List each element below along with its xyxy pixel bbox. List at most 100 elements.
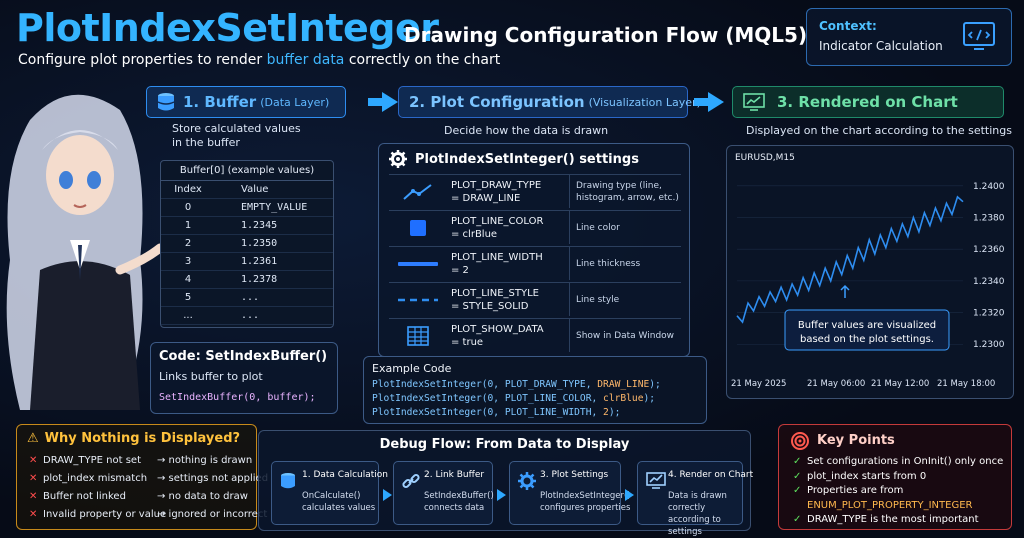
context-box: Context: Indicator Calculation (806, 8, 1012, 66)
y-tick-label: 1.2360 (973, 245, 1005, 255)
page-subtitle: Drawing Configuration Flow (MQL5) (404, 23, 808, 47)
tagline: Configure plot properties to render buff… (18, 52, 501, 68)
setting-description: Line color (569, 211, 681, 244)
list-item: ✓DRAW_TYPE is the most important (793, 514, 979, 525)
x-tick-label: 21 May 2025 (731, 379, 786, 389)
list-item: ✕Buffer not linked→ no data to draw (29, 491, 248, 502)
line-width-icon (389, 260, 447, 268)
chart-title: EURUSD,M15 (735, 153, 795, 163)
table-row: ...... (161, 307, 333, 325)
x-tick-label: 21 May 18:00 (937, 379, 995, 389)
set-index-buffer-code: SetIndexBuffer(0, buffer); (159, 392, 316, 403)
setting-description: Drawing type (line, histogram, arrow, et… (569, 175, 681, 208)
key-points-box: Key Points ✓Set configurations in OnInit… (778, 424, 1012, 530)
gear-icon (518, 472, 536, 490)
flow-arrow (625, 489, 634, 501)
why-nothing-box: ⚠Why Nothing is Displayed? ✕DRAW_TYPE no… (16, 424, 268, 530)
stage-2-header: 2. Plot Configuration(Visualization Laye… (398, 86, 701, 118)
debug-flow-title: Debug Flow: From Data to Display (379, 437, 630, 452)
x-icon: ✕ (29, 455, 38, 466)
stage-3-header: 3. Rendered on Chart (732, 86, 1004, 118)
code-line: PlotIndexSetInteger(0, PLOT_DRAW_TYPE, D… (372, 379, 661, 390)
settings-panel: PlotIndexSetInteger() settings PLOT_DRAW… (378, 143, 690, 357)
annotation-box (784, 309, 950, 351)
list-item: ✓plot_index starts from 0 (793, 470, 927, 482)
flow-arrow (694, 92, 724, 112)
series-line (736, 195, 964, 324)
flow-arrow (368, 92, 398, 112)
x-icon: ✕ (29, 473, 38, 484)
x-icon: ✕ (29, 509, 38, 520)
check-icon: ✓ (793, 470, 802, 482)
list-item: ✕plot_index mismatch→ settings not appli… (29, 473, 269, 484)
database-icon (157, 93, 175, 111)
link-icon (402, 472, 420, 489)
example-code-title: Example Code (372, 362, 452, 375)
list-item: ✕DRAW_TYPE not set→ nothing is drawn (29, 455, 253, 466)
warning-icon: ⚠ (27, 431, 39, 446)
data-grid-icon (389, 325, 447, 346)
flow-arrow (383, 489, 392, 501)
database-icon (280, 472, 296, 489)
setting-property: PLOT_LINE_WIDTH= 2 (451, 251, 543, 276)
buffer-table-caption: Buffer[0] (example values) (161, 161, 333, 181)
key-points-title: Key Points (817, 433, 895, 448)
anime-character-illustration (6, 94, 165, 410)
set-index-buffer-desc: Links buffer to plot (159, 370, 263, 383)
stage-3-description: Displayed on the chart according to the … (746, 124, 1012, 137)
list-item: ENUM_PLOT_PROPERTY_INTEGER (807, 499, 973, 511)
setting-row: PLOT_LINE_WIDTH= 2 Line thickness (389, 246, 681, 280)
list-item: ✕Invalid property or value→ ignored or i… (29, 509, 268, 520)
debug-flow-box: Debug Flow: From Data to Display 1. Data… (258, 430, 753, 537)
color-square-icon (389, 218, 447, 238)
settings-title: PlotIndexSetInteger() settings (389, 150, 639, 168)
y-tick-label: 1.2400 (973, 182, 1005, 192)
buffer-table: Buffer[0] (example values) Index Value 0… (160, 160, 334, 328)
setting-row: PLOT_DRAW_TYPE= DRAW_LINE Drawing type (l… (389, 174, 681, 208)
code-monitor-icon (963, 22, 995, 50)
x-icon: ✕ (29, 491, 38, 502)
setting-property: PLOT_LINE_STYLE= STYLE_SOLID (451, 287, 539, 312)
buffer-table-header: Index Value (161, 181, 333, 199)
list-item: ✓Set configurations in OnInit() only onc… (793, 456, 1004, 467)
y-tick-label: 1.2380 (973, 214, 1005, 224)
chart-canvas: EURUSD,M151.24001.23801.23601.23401.2320… (731, 153, 1005, 389)
example-code-box: Example Code PlotIndexSetInteger(0, PLOT… (363, 356, 707, 424)
setting-description: Show in Data Window (569, 319, 681, 352)
y-tick-label: 1.2320 (973, 309, 1005, 319)
dashed-line-icon (389, 297, 447, 303)
annotation-arrow (840, 284, 850, 298)
context-value: Indicator Calculation (819, 39, 943, 53)
x-tick-label: 21 May 06:00 (807, 379, 865, 389)
setting-property: PLOT_LINE_COLOR= clrBlue (451, 215, 544, 240)
list-item: ✓Properties are from (793, 485, 904, 496)
page-title: PlotIndexSetInteger (16, 6, 439, 50)
flow-arrow (497, 489, 506, 501)
stage-2-description: Decide how the data is drawn (444, 124, 609, 137)
set-index-buffer-box: Code: SetIndexBuffer() Links buffer to p… (150, 342, 338, 414)
code-line: PlotIndexSetInteger(0, PLOT_LINE_WIDTH, … (372, 407, 621, 418)
x-tick-label: 21 May 12:00 (871, 379, 929, 389)
code-line: PlotIndexSetInteger(0, PLOT_LINE_COLOR, … (372, 393, 656, 404)
annotation-text: Buffer values are visualized (798, 320, 936, 331)
setting-row: PLOT_LINE_COLOR= clrBlue Line color (389, 210, 681, 244)
setting-description: Line style (569, 283, 681, 316)
table-row: 5... (161, 289, 333, 307)
why-nothing-title: ⚠Why Nothing is Displayed? (27, 431, 241, 446)
setting-description: Line thickness (569, 247, 681, 280)
stage-1-header: 1. Buffer(Data Layer) (146, 86, 346, 118)
y-tick-label: 1.2300 (973, 340, 1005, 350)
check-icon: ✓ (793, 456, 802, 467)
setting-property: PLOT_DRAW_TYPE= DRAW_LINE (451, 179, 542, 204)
